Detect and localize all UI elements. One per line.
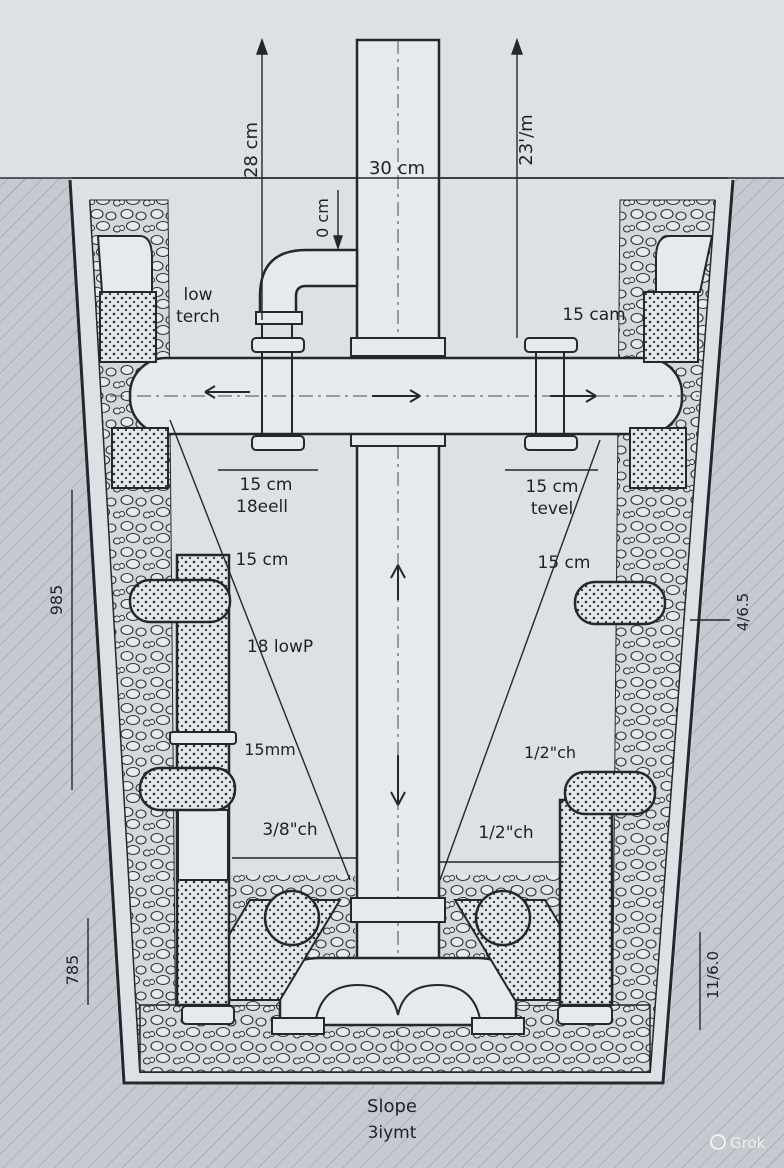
label-right-half-ch: 1/2"ch xyxy=(524,743,576,762)
grok-logo-icon xyxy=(710,1134,726,1150)
left-upper-riser xyxy=(99,291,157,363)
riser-arrow-up xyxy=(390,564,406,600)
right-cleanout-port xyxy=(474,889,532,947)
label-low: low xyxy=(183,285,212,305)
label-left-15mm: 15mm xyxy=(244,740,296,759)
label-right-header-span-2: tevel xyxy=(531,499,573,519)
left-lower-stub xyxy=(111,427,169,489)
left-column-solid-section xyxy=(177,809,229,881)
label-right-bottom-depth: 11/6.0 xyxy=(704,951,722,999)
flow-arrow-right xyxy=(550,389,597,403)
label-left-bottom-span: 3/8"ch xyxy=(262,820,317,840)
label-left-bottom-depth: 785 xyxy=(63,955,82,986)
left-lower-lateral xyxy=(138,766,237,812)
riser-coupling-upper xyxy=(350,337,446,357)
right-upper-riser xyxy=(643,291,699,363)
flow-arrow-center xyxy=(372,389,421,403)
riser-arrow-down xyxy=(390,755,406,806)
label-right-mid-spacing: 15 cm xyxy=(538,553,591,573)
label-left-depth: 985 xyxy=(47,585,66,616)
label-right-depth: 4/6.5 xyxy=(734,593,752,631)
label-top-width: 30 cm xyxy=(369,158,425,179)
watermark-text: Grok xyxy=(730,1134,766,1152)
label-left-header-span-2: 18eell xyxy=(236,497,288,517)
left-top-elbow xyxy=(96,235,153,293)
right-flange-top xyxy=(524,337,578,353)
grok-watermark: Grok xyxy=(710,1134,766,1152)
label-slope-value: 3iymt xyxy=(368,1123,417,1143)
right-lower-stub xyxy=(629,427,687,489)
dimension-lines xyxy=(71,37,730,1030)
flow-arrow-left xyxy=(204,385,250,399)
soil-hatch xyxy=(0,178,784,1168)
manifold-foot-left xyxy=(271,1017,325,1035)
label-top-left-height: 28 cm xyxy=(241,122,262,178)
right-upper-lateral xyxy=(573,580,667,626)
label-left-mid-spacing: 15 cm xyxy=(236,550,289,570)
riser-coupling-bottom xyxy=(350,897,446,923)
inlet-elbow-collar xyxy=(255,311,303,325)
left-column-foot xyxy=(181,1005,235,1025)
right-flange-bottom xyxy=(524,435,578,451)
label-left-header-span: 15 cm xyxy=(240,475,293,495)
right-column-foot xyxy=(557,1005,613,1025)
label-right-header-span: 15 cm xyxy=(526,477,579,497)
left-flange-bottom xyxy=(251,435,305,451)
right-perforated-column xyxy=(558,798,614,1007)
left-column-coupling xyxy=(169,731,237,745)
pit-outer-wall xyxy=(68,179,735,1085)
inlet-elbow xyxy=(258,248,359,324)
label-left-lowp: 18 lowP xyxy=(247,637,313,657)
right-lower-lateral xyxy=(563,770,657,816)
label-right-top-spacing: 15 cam xyxy=(562,305,625,325)
left-cleanout-port xyxy=(263,889,321,947)
manifold-branches xyxy=(314,983,482,1026)
left-flange-top xyxy=(251,337,305,353)
manifold-foot-right xyxy=(471,1017,525,1035)
label-elbow-drop: 0 cm xyxy=(313,198,332,238)
label-top-right-height: 23'/m xyxy=(516,114,537,165)
left-upper-lateral xyxy=(128,578,232,624)
label-terch: terch xyxy=(176,307,220,327)
right-top-elbow xyxy=(655,235,714,293)
label-slope: Slope xyxy=(367,1096,417,1117)
label-right-bottom-span: 1/2"ch xyxy=(478,823,533,843)
